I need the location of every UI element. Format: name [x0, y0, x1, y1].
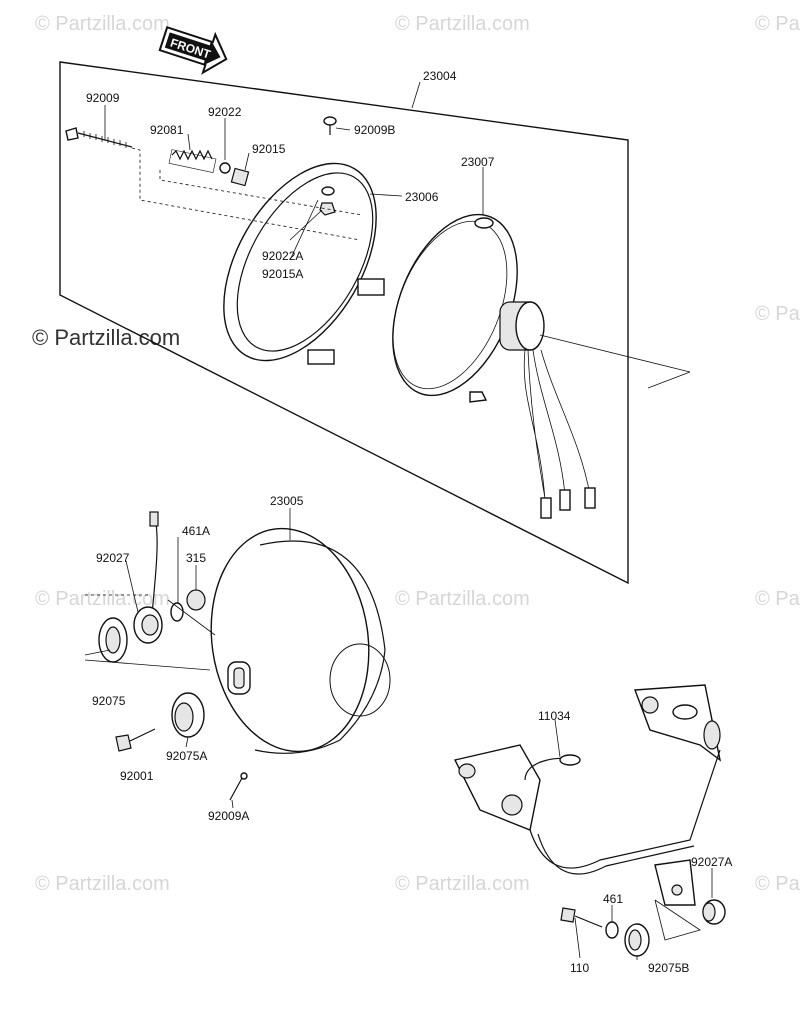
nut-92015: [230, 167, 250, 187]
nut-315: [186, 589, 206, 611]
label-461a: 461A: [182, 524, 210, 538]
front-arrow: FRONT: [158, 26, 228, 75]
label-11034: 11034: [538, 709, 571, 723]
leader-lines: [104, 81, 713, 960]
label-92022a: 92022A: [262, 249, 303, 263]
grommet-92075b: [624, 923, 650, 957]
part-labels: 23004 92009 92022 92081 92009B 92015 230…: [86, 69, 732, 975]
washer-461: [605, 921, 619, 939]
label-92027: 92027: [96, 551, 130, 565]
watermark-text: © Partzilla.com: [35, 873, 170, 895]
label-92081: 92081: [150, 123, 184, 137]
label-92027a: 92027A: [691, 855, 732, 869]
watermark-prominent: © Partzilla.com: [32, 325, 180, 350]
watermark-text: © Partzilla.com: [755, 303, 800, 325]
grommet-92075a: [171, 692, 205, 738]
bolt-92001: [115, 728, 156, 752]
headlight-housing-23005: [210, 527, 391, 754]
watermark-text: © Partzilla.com: [755, 13, 800, 35]
label-23007: 23007: [461, 155, 495, 169]
label-92015: 92015: [252, 142, 286, 156]
grommet-92027a: [702, 899, 726, 925]
screw-92009b: [323, 116, 337, 135]
watermark-text: © Partzilla.com: [395, 873, 530, 895]
label-110: 110: [570, 961, 589, 975]
screw-92009: [65, 127, 133, 148]
washer-92022: [219, 162, 231, 174]
watermark-text: © Partzilla.com: [35, 13, 170, 35]
washer-461a: [170, 602, 184, 622]
label-92001: 92001: [120, 769, 154, 783]
label-23005: 23005: [270, 494, 304, 508]
watermarks: © Partzilla.com © Partzilla.com © Partzi…: [32, 13, 800, 895]
bracket-11034: [453, 684, 722, 906]
label-92075: 92075: [92, 694, 126, 708]
watermark-text: © Partzilla.com: [395, 13, 530, 35]
label-92075a: 92075A: [166, 749, 207, 763]
grommet-92027: [133, 511, 163, 644]
label-315: 315: [186, 551, 206, 565]
watermark-text: © Partzilla.com: [755, 588, 800, 610]
watermark-text: © Partzilla.com: [395, 588, 530, 610]
headlight-rim-23006: [223, 162, 385, 365]
watermark-text: © Partzilla.com: [755, 873, 800, 895]
label-461: 461: [603, 892, 623, 906]
label-92009b: 92009B: [354, 123, 395, 137]
screw-92009a: [229, 772, 248, 801]
label-92075b: 92075B: [648, 961, 689, 975]
grommet-92075: [98, 617, 128, 663]
label-92015a: 92015A: [262, 267, 303, 281]
bolt-110: [560, 907, 603, 928]
headlight-unit-23007: [392, 213, 691, 519]
assembly-panel-23004: [59, 61, 629, 585]
label-23006: 23006: [405, 190, 439, 204]
label-92022: 92022: [208, 105, 242, 119]
label-92009a: 92009A: [208, 809, 249, 823]
label-92009: 92009: [86, 91, 120, 105]
spring-92081: [168, 149, 217, 173]
label-23004: 23004: [423, 69, 457, 83]
